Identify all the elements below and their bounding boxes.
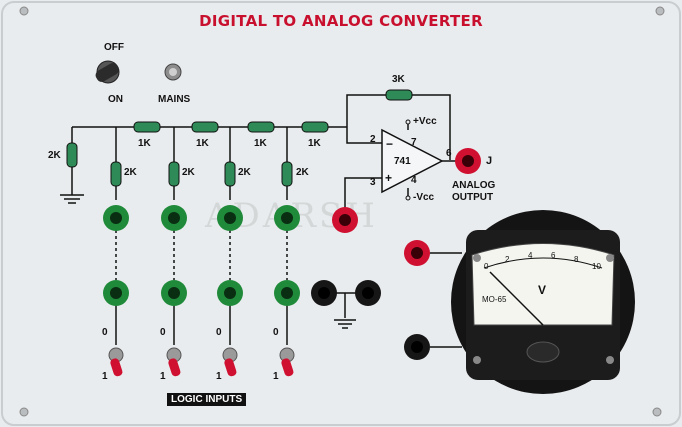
socket-green-lower[interactable] xyxy=(274,280,300,306)
ground-symbol-2 xyxy=(334,319,356,329)
mains-indicator-lamp xyxy=(164,63,182,81)
meter-unit: V xyxy=(538,283,547,297)
socket-green-upper[interactable] xyxy=(103,205,129,231)
dashed-links xyxy=(115,230,288,280)
opamp-minus-sign: − xyxy=(386,137,394,151)
socket-black-ground[interactable] xyxy=(311,280,337,306)
opamp-plus-sign: + xyxy=(385,171,393,185)
switch-low-label: 0 xyxy=(102,327,108,338)
opamp-pin-noninverting: 3 xyxy=(370,177,376,188)
logic-switch-3[interactable] xyxy=(222,347,238,377)
socket-green-upper[interactable] xyxy=(161,205,187,231)
vcc-plus-node xyxy=(405,119,411,125)
switch-low-label: 0 xyxy=(216,327,222,338)
feedback-resistor xyxy=(385,89,413,101)
switch-leads xyxy=(115,305,288,345)
inverting-lead xyxy=(346,127,382,144)
series-resistor-label: 1K xyxy=(196,138,209,149)
sockets[interactable] xyxy=(103,148,481,360)
feedback-resistor-label: 3K xyxy=(392,74,405,85)
logic-switch-2[interactable] xyxy=(166,347,182,377)
series-resistor-label: 1K xyxy=(254,138,267,149)
meter-model: MO-65 xyxy=(482,295,507,304)
socket-green-upper[interactable] xyxy=(274,205,300,231)
termination-resistor-label: 2K xyxy=(48,150,61,161)
socket-red-output-j[interactable] xyxy=(455,148,481,174)
switch-high-label: 1 xyxy=(273,371,279,382)
switch-high-label: 1 xyxy=(102,371,108,382)
meter-screw xyxy=(606,356,614,364)
zero-adjust-knob[interactable] xyxy=(526,341,560,363)
shunt-resistor-label: 2K xyxy=(124,167,137,178)
analog-output-label-line2: OUTPUT xyxy=(452,192,494,203)
vcc-minus-label: -Vcc xyxy=(413,192,435,203)
opamp-pin-output: 6 xyxy=(446,148,452,159)
noninverting-lead xyxy=(344,177,382,220)
mains-label: MAINS xyxy=(158,94,191,105)
vcc-minus-node xyxy=(405,195,411,201)
meter-scale-tick: 6 xyxy=(551,251,556,260)
meter-needle xyxy=(489,271,544,326)
meter-screw xyxy=(473,254,481,262)
socket-green-lower[interactable] xyxy=(161,280,187,306)
output-terminal-label: J xyxy=(486,155,493,167)
voltmeter xyxy=(451,210,635,394)
termination-resistor xyxy=(66,142,78,168)
socket-red-noninverting[interactable] xyxy=(332,207,358,233)
logic-switches[interactable] xyxy=(108,347,295,377)
socket-black-meter-minus[interactable] xyxy=(404,334,430,360)
shunt-resistor-label: 2K xyxy=(296,167,309,178)
logic-switch-1[interactable] xyxy=(108,347,124,377)
power-switch[interactable] xyxy=(94,60,121,84)
logic-switch-4[interactable] xyxy=(279,347,295,377)
series-resistors xyxy=(133,121,329,133)
opamp-pin-vcc-plus: 7 xyxy=(411,137,417,148)
switch-low-label: 0 xyxy=(160,327,166,338)
meter-scale-tick: 4 xyxy=(528,251,533,260)
meter-scale-tick: 8 xyxy=(574,255,579,264)
shunt-resistor-label: 2K xyxy=(238,167,251,178)
corner-screws xyxy=(19,6,665,417)
socket-green-lower[interactable] xyxy=(103,280,129,306)
ground-symbol xyxy=(60,194,84,204)
shunt-resistor-label: 2K xyxy=(182,167,195,178)
logic-inputs-label: LOGIC INPUTS xyxy=(167,393,247,406)
meter-screw xyxy=(606,254,614,262)
series-resistor-label: 1K xyxy=(138,138,151,149)
power-on-label: ON xyxy=(108,94,123,105)
switch-high-label: 1 xyxy=(160,371,166,382)
panel-title: DIGITAL TO ANALOG CONVERTER xyxy=(199,12,483,30)
socket-red-meter-plus[interactable] xyxy=(404,240,430,266)
opamp-symbol xyxy=(381,128,444,194)
meter-scale-arc xyxy=(483,257,603,269)
meter-screw xyxy=(473,356,481,364)
opamp-pin-vcc-minus: 4 xyxy=(411,175,417,186)
meter-scale-tick: 10 xyxy=(592,262,601,271)
shunt-resistors xyxy=(110,161,293,187)
opamp-part-label: 741 xyxy=(394,156,411,167)
vcc-plus-label: +Vcc xyxy=(413,116,437,127)
switch-high-label: 1 xyxy=(216,371,222,382)
meter-scale-tick: 0 xyxy=(484,262,489,271)
analog-output-label-line1: ANALOG xyxy=(452,180,496,191)
opamp-pin-inverting: 2 xyxy=(370,134,376,145)
socket-green-upper[interactable] xyxy=(217,205,243,231)
socket-black-ground[interactable] xyxy=(355,280,381,306)
meter-scale-tick: 2 xyxy=(505,255,510,264)
meter-face xyxy=(471,243,615,326)
power-off-label: OFF xyxy=(104,42,124,53)
series-resistor-label: 1K xyxy=(308,138,321,149)
switch-low-label: 0 xyxy=(273,327,279,338)
socket-green-lower[interactable] xyxy=(217,280,243,306)
